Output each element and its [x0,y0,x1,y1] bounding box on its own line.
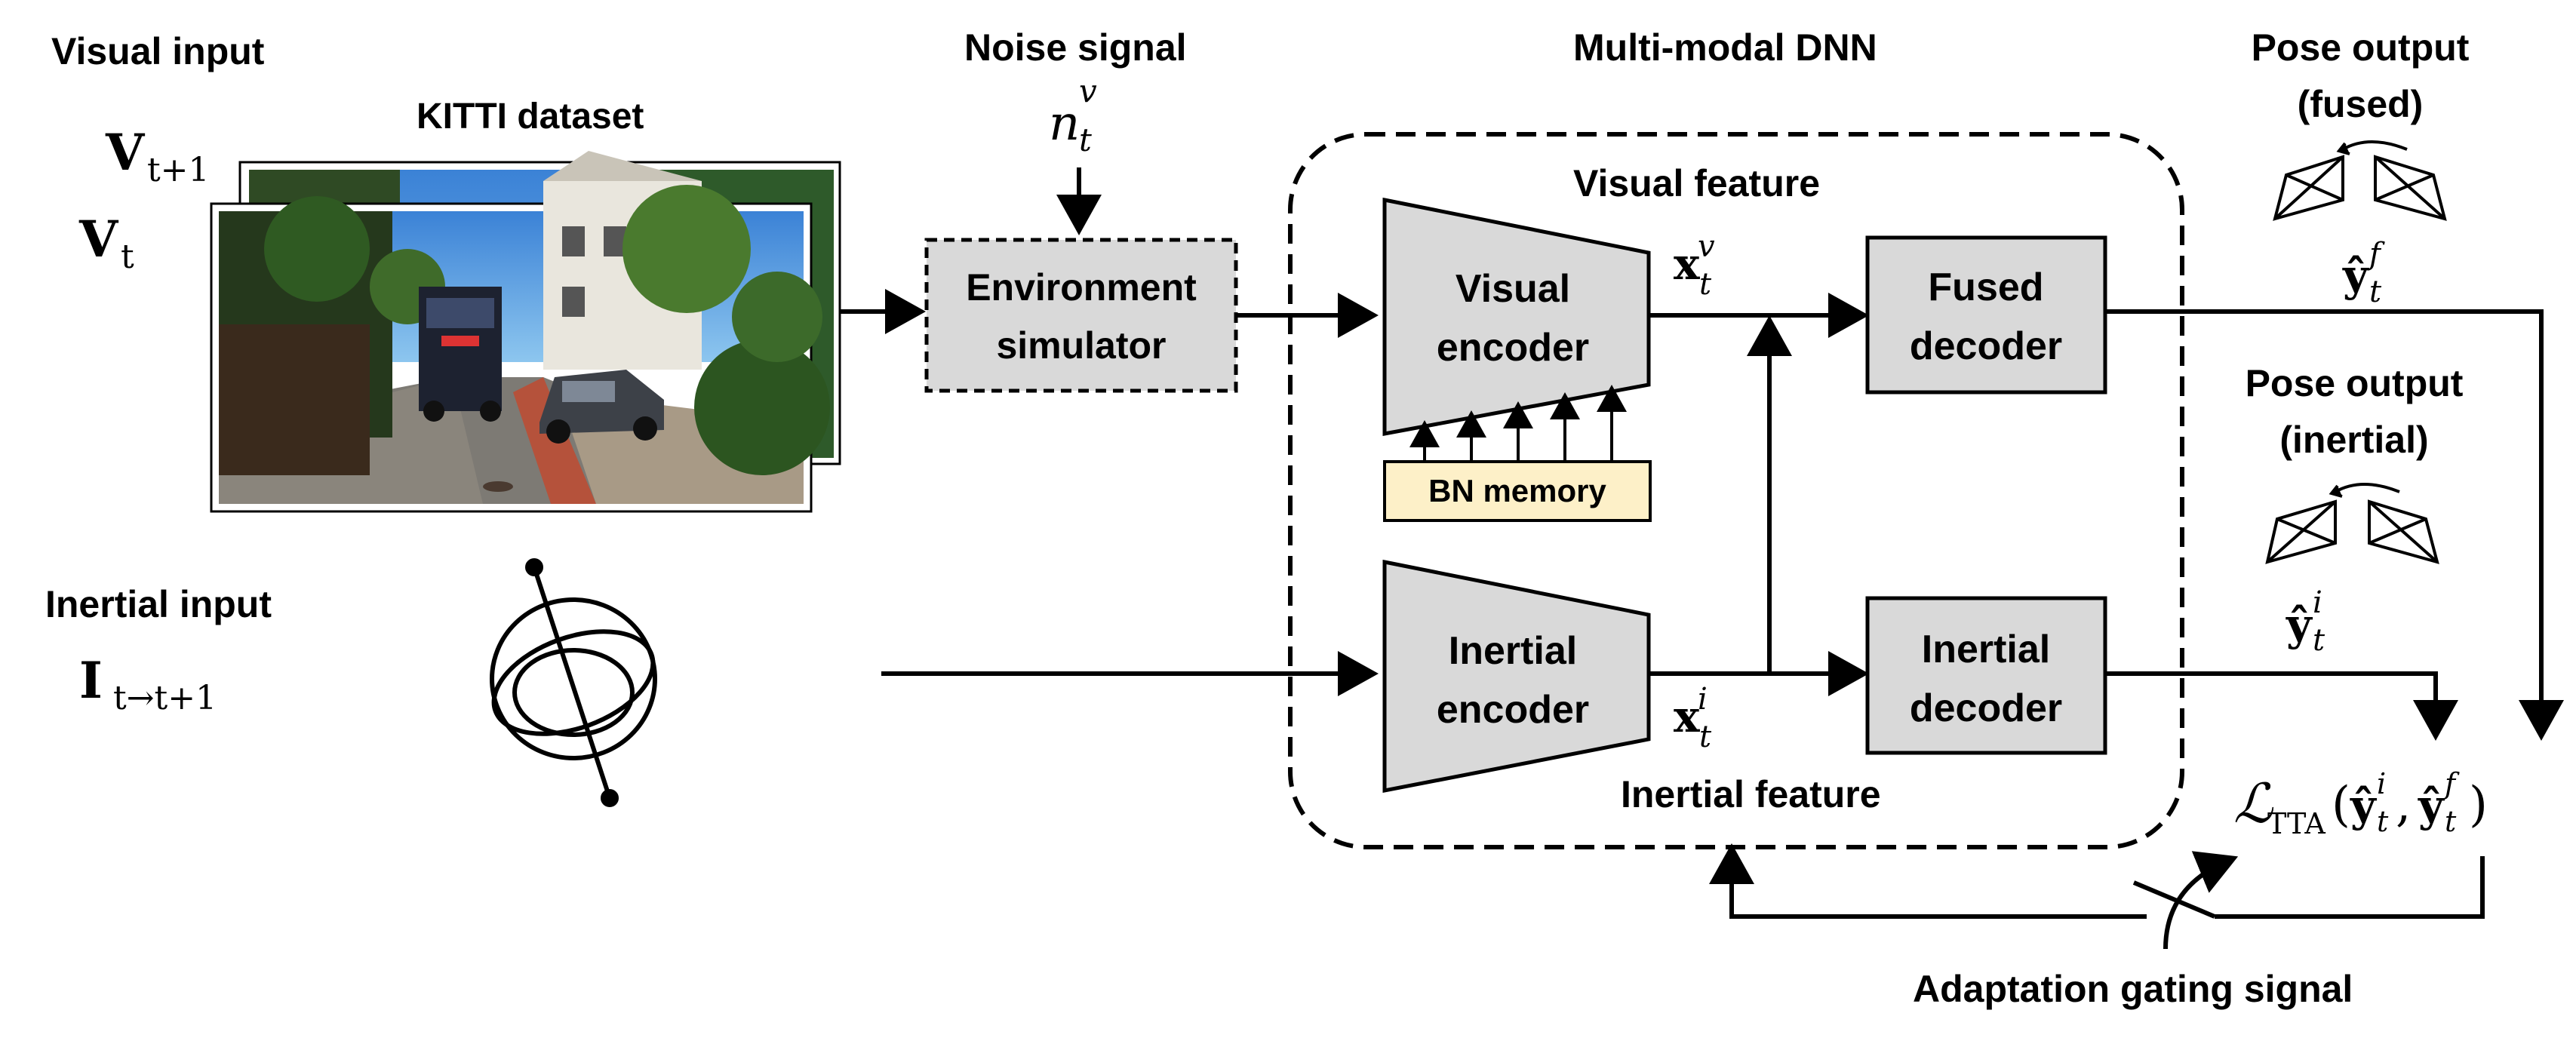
noise-superscript: v [1079,72,1097,109]
i-subscript: t→t+1 [113,679,217,717]
xi-subscript: t [1699,720,1712,754]
inertial-encoder-line2: encoder [1437,688,1589,732]
kitti-frame-front [210,151,830,513]
yi-superscript: i [2313,585,2322,620]
v-t1-symbol: V [105,123,146,182]
v-t1-subscript: t+1 [147,151,210,189]
visual-input-label: Visual input [51,30,265,72]
visual-feature-label: Visual feature [1573,162,1820,204]
noise-symbol: n [1049,96,1080,152]
multimodal-dnn-label: Multi-modal DNN [1573,26,1877,69]
inertial-encoder [1382,559,1651,794]
xv-subscript: t [1699,267,1712,302]
visual-encoder-line1: Visual [1456,267,1570,311]
noise-signal-label: Noise signal [964,26,1187,69]
visual-encoder-line2: encoder [1437,326,1589,370]
pose-output-fused-line1: Pose output [2252,26,2470,69]
gating-switch [2132,880,2216,919]
env-sim-line1: Environment [966,266,1197,309]
bn-memory-label: BN memory [1428,473,1606,508]
v-t-symbol: V [78,210,119,269]
kitti-dataset-label: KITTI dataset [417,97,644,137]
gyroscope-icon [490,558,657,807]
yi-symbol: ŷ [2286,599,2313,650]
inertial-decoder-line1: Inertial [1922,628,2051,671]
inertial-input-label: Inertial input [45,583,272,625]
inertial-decoder-line2: decoder [1910,686,2062,730]
loss-subscript: TTA [2267,807,2325,840]
yi-subscript: t [2313,623,2325,658]
camera-pose-fused-icon [2273,140,2447,221]
pose-output-inertial-line2: (inertial) [2279,419,2428,461]
loss-y1-symbol: ŷ [2350,780,2378,831]
camera-pose-inertial-icon [2265,483,2439,564]
bn-memory-box [1383,460,1652,522]
environment-simulator-box [924,238,1238,393]
loss-comma: , [2396,777,2411,833]
v-t-subscript: t [121,238,134,276]
loss-y2-subscript: t [2445,805,2457,838]
yf-subscript: t [2369,275,2382,309]
fused-decoder-line2: decoder [1910,324,2062,368]
loss-expression: ℒ TTA ( ŷ i t , ŷ f t ) [2233,767,2488,840]
visual-encoder [1382,197,1651,437]
env-sim-line2: simulator [996,324,1166,367]
i-symbol: I [79,651,103,710]
loss-open-paren: ( [2332,777,2350,833]
xv-superscript: v [1698,229,1715,264]
inertial-feature-label: Inertial feature [1621,773,1881,815]
yf-symbol: ŷ [2342,250,2370,301]
fused-decoder-box [1865,235,2107,395]
loss-y1-superscript: i [2377,767,2386,800]
loss-y1-subscript: t [2377,805,2389,838]
bn-memory-arrows [1409,385,1627,462]
adaptation-gating-label: Adaptation gating signal [1913,968,2353,1010]
feedback-line-right [2215,856,2485,919]
loss-symbol: ℒ [2233,772,2274,835]
loss-close-paren: ) [2469,777,2488,833]
arrow-fused-to-loss [2105,309,2564,741]
arrow-inertial-to-loss [2105,671,2458,741]
xi-symbol: x [1674,691,1700,742]
fused-decoder-line1: Fused [1928,266,2043,309]
pose-output-fused-line2: (fused) [2298,83,2424,125]
inertial-encoder-line1: Inertial [1449,629,1578,673]
loss-y2-superscript: f [2442,767,2460,800]
inertial-decoder-box [1865,596,2107,755]
noise-subscript: t [1079,121,1092,158]
pose-output-inertial-line1: Pose output [2246,362,2464,404]
xi-superscript: i [1698,682,1708,717]
xv-symbol: x [1674,238,1700,290]
loss-y2-symbol: ŷ [2418,780,2445,831]
feedback-line-left [1709,843,2147,919]
yf-superscript: f [2367,237,2385,272]
gating-switch-arrow [2163,851,2239,950]
